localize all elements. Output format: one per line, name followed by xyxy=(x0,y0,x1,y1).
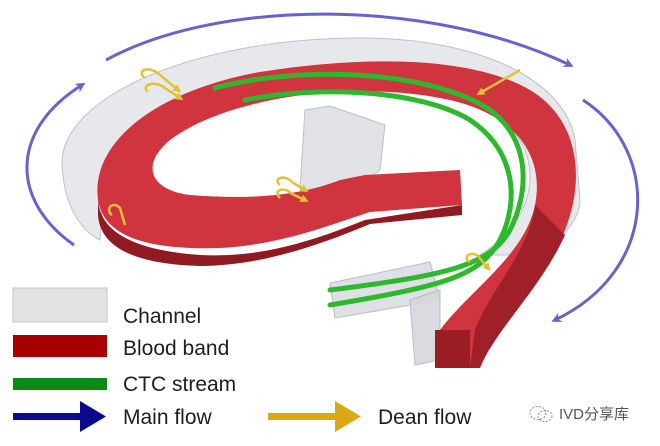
legend-label-main-flow: Main flow xyxy=(123,406,212,429)
legend-label-ctc-stream: CTC stream xyxy=(123,373,237,396)
main-flow-arrows xyxy=(25,12,640,322)
main-flow-arrow-top xyxy=(105,12,574,67)
main-flow-arrow-left xyxy=(25,82,86,247)
legend-swatch-channel xyxy=(12,287,108,323)
wechat-icon xyxy=(529,405,553,422)
ctc-streams xyxy=(212,71,526,308)
legend-label-blood-band: Blood band xyxy=(123,337,230,360)
watermark: IVD分享库 xyxy=(528,403,629,424)
dean-flow-arrows xyxy=(107,68,521,272)
legend-swatch-blood-band xyxy=(13,335,107,357)
main-flow-arrow-right xyxy=(551,98,640,322)
legend-label-channel: Channel xyxy=(123,305,202,328)
legend-swatch-ctc-stream xyxy=(13,378,107,390)
legend-label-dean-flow: Dean flow xyxy=(378,406,472,429)
legend-swatch-main-flow xyxy=(13,401,106,432)
watermark-text: IVD分享库 xyxy=(559,406,630,423)
legend-swatch-dean-flow xyxy=(268,401,361,432)
blood-band xyxy=(97,61,576,368)
